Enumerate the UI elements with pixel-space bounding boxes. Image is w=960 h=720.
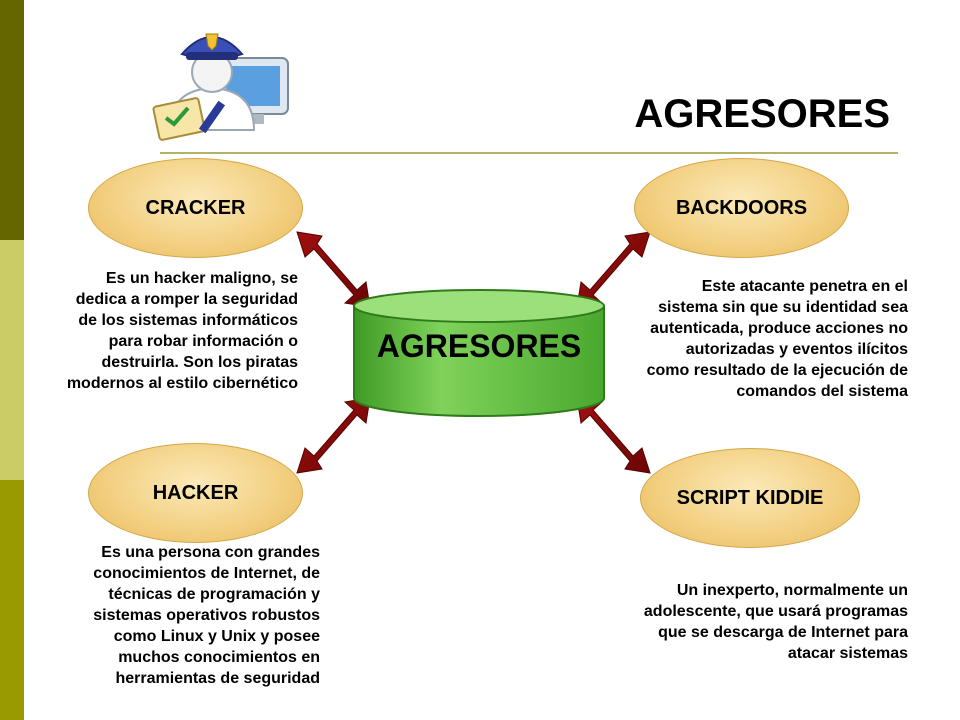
title-divider — [160, 152, 898, 154]
node-hacker: HACKER — [88, 443, 303, 543]
sidebar-band-top — [0, 0, 24, 240]
page-title: AGRESORES — [634, 92, 890, 136]
node-cracker-label: CRACKER — [145, 196, 246, 219]
cracker-description: Es un hacker maligno, se dedica a romper… — [66, 270, 298, 392]
center-cylinder — [353, 289, 605, 417]
security-guard-clipart-icon — [152, 33, 289, 141]
hacker-description: Es una persona con grandes conocimientos… — [93, 544, 320, 687]
node-backdoors-label: BACKDOORS — [675, 196, 808, 219]
sidebar-band-bottom — [0, 480, 24, 720]
node-cracker: CRACKER — [88, 158, 303, 258]
script-kiddie-description: Un inexperto, normalmente un adolescente… — [643, 582, 908, 662]
center-label: AGRESORES — [376, 328, 582, 364]
node-hacker-label: HACKER — [152, 481, 239, 504]
backdoors-description: Este atacante penetra en el sistema sin … — [646, 278, 908, 400]
node-script-kiddie: SCRIPT KIDDIE — [640, 448, 860, 548]
node-script-kiddie-label: SCRIPT KIDDIE — [676, 486, 824, 509]
node-backdoors: BACKDOORS — [634, 158, 849, 258]
sidebar-band-middle — [0, 240, 24, 480]
